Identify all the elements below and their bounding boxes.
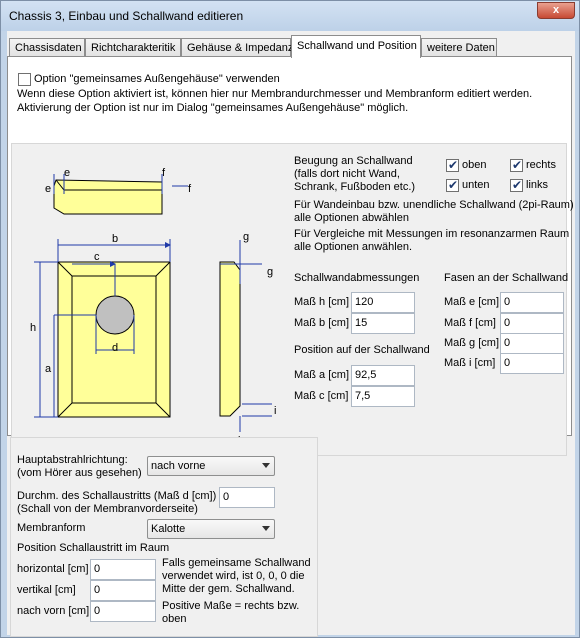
baffle-settings-group: e e f f b [11, 143, 574, 456]
diffraction-sub-2: Schrank, Fußboden etc.) [294, 181, 416, 193]
title-bar[interactable]: Chassis 3, Einbau und Schallwand editier… [1, 1, 579, 31]
close-icon: x [552, 4, 560, 16]
dim-h-label: Maß h [cm] [294, 296, 350, 308]
horizontal-label: horizontal [cm] [17, 563, 89, 575]
label-f-top: f [162, 167, 166, 179]
label-c: c [94, 251, 100, 263]
membrane-select[interactable]: Kalotte [147, 519, 275, 539]
chamfer-f-label: Maß f [cm] [444, 317, 496, 329]
shared-enclosure-label: Option "gemeinsames Außengehäuse" verwen… [34, 73, 280, 85]
baffle-diagram: e e f f b [30, 167, 276, 444]
radiation-settings-group: Hauptabstrahlrichtung: (vom Hörer aus ge… [10, 437, 318, 637]
tab-chassisdaten[interactable]: Chassisdaten [9, 38, 85, 57]
tab-gehaeuse-impedanz[interactable]: Gehäuse & Impedanz [181, 38, 293, 57]
direction-label-2: (vom Hörer aus gesehen) [17, 467, 142, 479]
horizontal-input[interactable]: 0 [90, 559, 156, 580]
chamfer-e-label: Maß e [cm] [444, 296, 500, 308]
tab-panel: Option "gemeinsames Außengehäuse" verwen… [7, 56, 574, 456]
dim-b-input[interactable]: 15 [351, 313, 415, 334]
label-i-side: i [274, 405, 276, 417]
check-icon: ✔ [512, 158, 523, 172]
anechoic-note-2: alle Optionen anwählen. [294, 241, 413, 253]
chevron-down-icon [262, 463, 270, 468]
rechts-label: rechts [526, 159, 556, 171]
pos-a-label: Maß a [cm] [294, 369, 350, 381]
front-label: nach vorn [cm] [17, 605, 90, 617]
position-note-2: verwendet wird, ist 0, 0, 0 die [162, 570, 305, 582]
window-title: Chassis 3, Einbau und Schallwand editier… [9, 9, 244, 23]
diffraction-title: Beugung an Schallwand [294, 155, 413, 167]
dim-h-input[interactable]: 120 [351, 292, 415, 313]
membrane-value: Kalotte [151, 523, 186, 535]
position-note-3: Mitte der gem. Schallwand. [162, 583, 295, 595]
check-icon: ✔ [448, 178, 459, 192]
label-h: h [30, 322, 36, 334]
rechts-checkbox[interactable]: ✔ [510, 158, 523, 172]
links-checkbox[interactable]: ✔ [510, 178, 523, 192]
chamfer-i-input[interactable]: 0 [500, 353, 564, 374]
unten-checkbox[interactable]: ✔ [446, 178, 459, 192]
oben-checkbox[interactable]: ✔ [446, 158, 459, 172]
pos-c-label: Maß c [cm] [294, 390, 349, 402]
chamfer-g-label: Maß g [cm] [444, 337, 500, 349]
dim-b-label: Maß b [cm] [294, 317, 350, 329]
label-d: d [112, 342, 118, 354]
chamfer-f-input[interactable]: 0 [500, 313, 564, 334]
tab-schallwand-position[interactable]: Schallwand und Position [291, 35, 421, 58]
check-icon: ✔ [512, 178, 523, 192]
chamfer-e-input[interactable]: 0 [500, 292, 564, 313]
position-note-1: Falls gemeinsame Schallwand [162, 557, 311, 569]
driver-circle [95, 295, 135, 335]
label-e-side: e [45, 183, 51, 195]
pos-a-input[interactable]: 92,5 [351, 365, 415, 386]
chamfers-title: Fasen an der Schallwand [444, 272, 569, 284]
wall-note-2: alle Optionen abwählen [294, 212, 409, 224]
front-view-inner [71, 275, 157, 404]
shared-enclosure-checkbox[interactable] [18, 73, 31, 86]
close-button[interactable]: x [537, 2, 575, 19]
option-description-2: Aktivierung der Option ist nur im Dialog… [17, 102, 409, 114]
diameter-label-2: (Schall von der Membranvorderseite) [17, 503, 198, 515]
position-note-5: oben [162, 613, 187, 625]
oben-label: oben [462, 159, 487, 171]
chevron-down-icon [262, 526, 270, 531]
side-view-shape [219, 261, 241, 417]
label-e-top: e [64, 167, 70, 179]
anechoic-note-1: Für Vergleiche mit Messungen im resonanz… [294, 228, 570, 240]
position-room-title: Position Schallaustritt im Raum [17, 542, 170, 554]
diffraction-sub-1: (falls dort nicht Wand, [294, 168, 400, 180]
label-a: a [45, 363, 52, 375]
chamfer-i-label: Maß i [cm] [444, 357, 496, 369]
unten-label: unten [462, 179, 490, 191]
label-b: b [112, 233, 118, 245]
pos-c-input[interactable]: 7,5 [351, 386, 415, 407]
diameter-label-1: Durchm. des Schallaustritts (Maß d [cm]) [17, 490, 217, 502]
position-title: Position auf der Schallwand [294, 344, 430, 356]
option-description-1: Wenn diese Option aktiviert ist, können … [17, 88, 533, 100]
direction-label-1: Hauptabstrahlrichtung: [17, 454, 128, 466]
client-area: Chassisdaten Richtcharakteritik Gehäuse … [7, 31, 575, 637]
tab-weitere-daten[interactable]: weitere Daten [421, 38, 497, 57]
links-label: links [526, 179, 549, 191]
position-note-4: Positive Maße = rechts bzw. [162, 600, 300, 612]
diameter-input[interactable]: 0 [219, 487, 275, 508]
label-g-top: g [243, 231, 249, 243]
label-f-side: f [188, 183, 192, 195]
wall-note-1: Für Wandeinbau bzw. unendliche Schallwan… [294, 199, 574, 211]
dims-title: Schallwandabmessungen [294, 272, 420, 284]
direction-value: nach vorne [151, 460, 206, 472]
chamfer-g-input[interactable]: 0 [500, 333, 564, 354]
membrane-label: Membranform [17, 522, 86, 534]
direction-select[interactable]: nach vorne [147, 456, 275, 476]
vertical-label: vertikal [cm] [17, 584, 76, 596]
front-input[interactable]: 0 [90, 601, 156, 622]
tab-richtcharakteritik[interactable]: Richtcharakteritik [85, 38, 181, 57]
label-g-side: g [267, 266, 273, 278]
top-view-shape [53, 179, 163, 215]
tab-strip: Chassisdaten Richtcharakteritik Gehäuse … [7, 35, 575, 58]
check-icon: ✔ [448, 158, 459, 172]
vertical-input[interactable]: 0 [90, 580, 156, 601]
